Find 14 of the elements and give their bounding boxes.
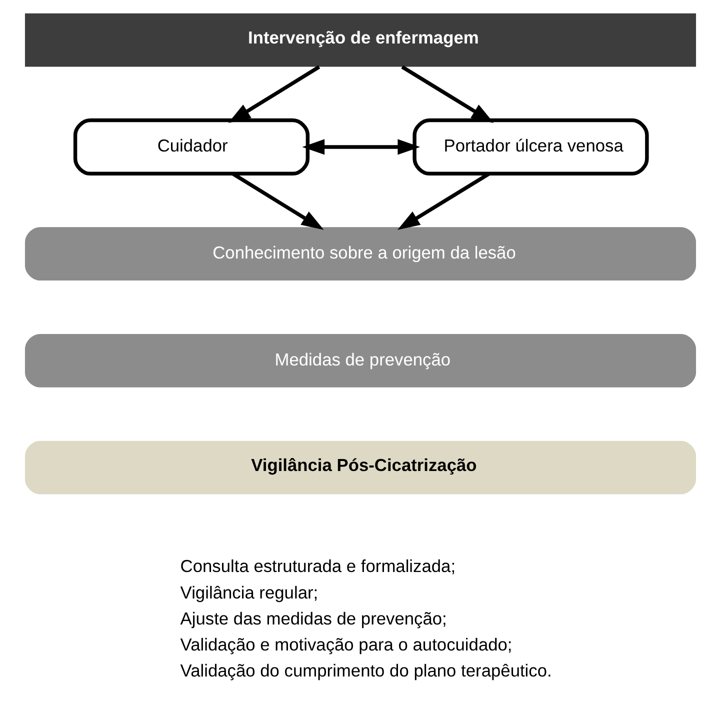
node-box: Intervenção de enfermagem bbox=[24, 13, 696, 67]
node-box: Medidas de prevenção bbox=[24, 334, 696, 388]
arrow bbox=[400, 65, 494, 124]
node-box: Conhecimento sobre a origem da lesão bbox=[24, 227, 696, 281]
label: Vigilância regular; bbox=[180, 582, 318, 602]
label: Validação e motivação para o autocuidado; bbox=[180, 634, 512, 654]
label: Consulta estruturada e formalizada; bbox=[180, 556, 456, 576]
node-box: Cuidador bbox=[72, 118, 310, 176]
arrow bbox=[228, 65, 320, 124]
arrow bbox=[302, 139, 420, 155]
label: Ajuste das medidas de prevenção; bbox=[180, 608, 446, 628]
label: Validação do cumprimento do plano terapêutico. bbox=[180, 660, 552, 681]
node-box: Portador úlcera venosa bbox=[412, 118, 648, 176]
node-box: Vigilância Pós-Cicatrização bbox=[24, 440, 696, 494]
